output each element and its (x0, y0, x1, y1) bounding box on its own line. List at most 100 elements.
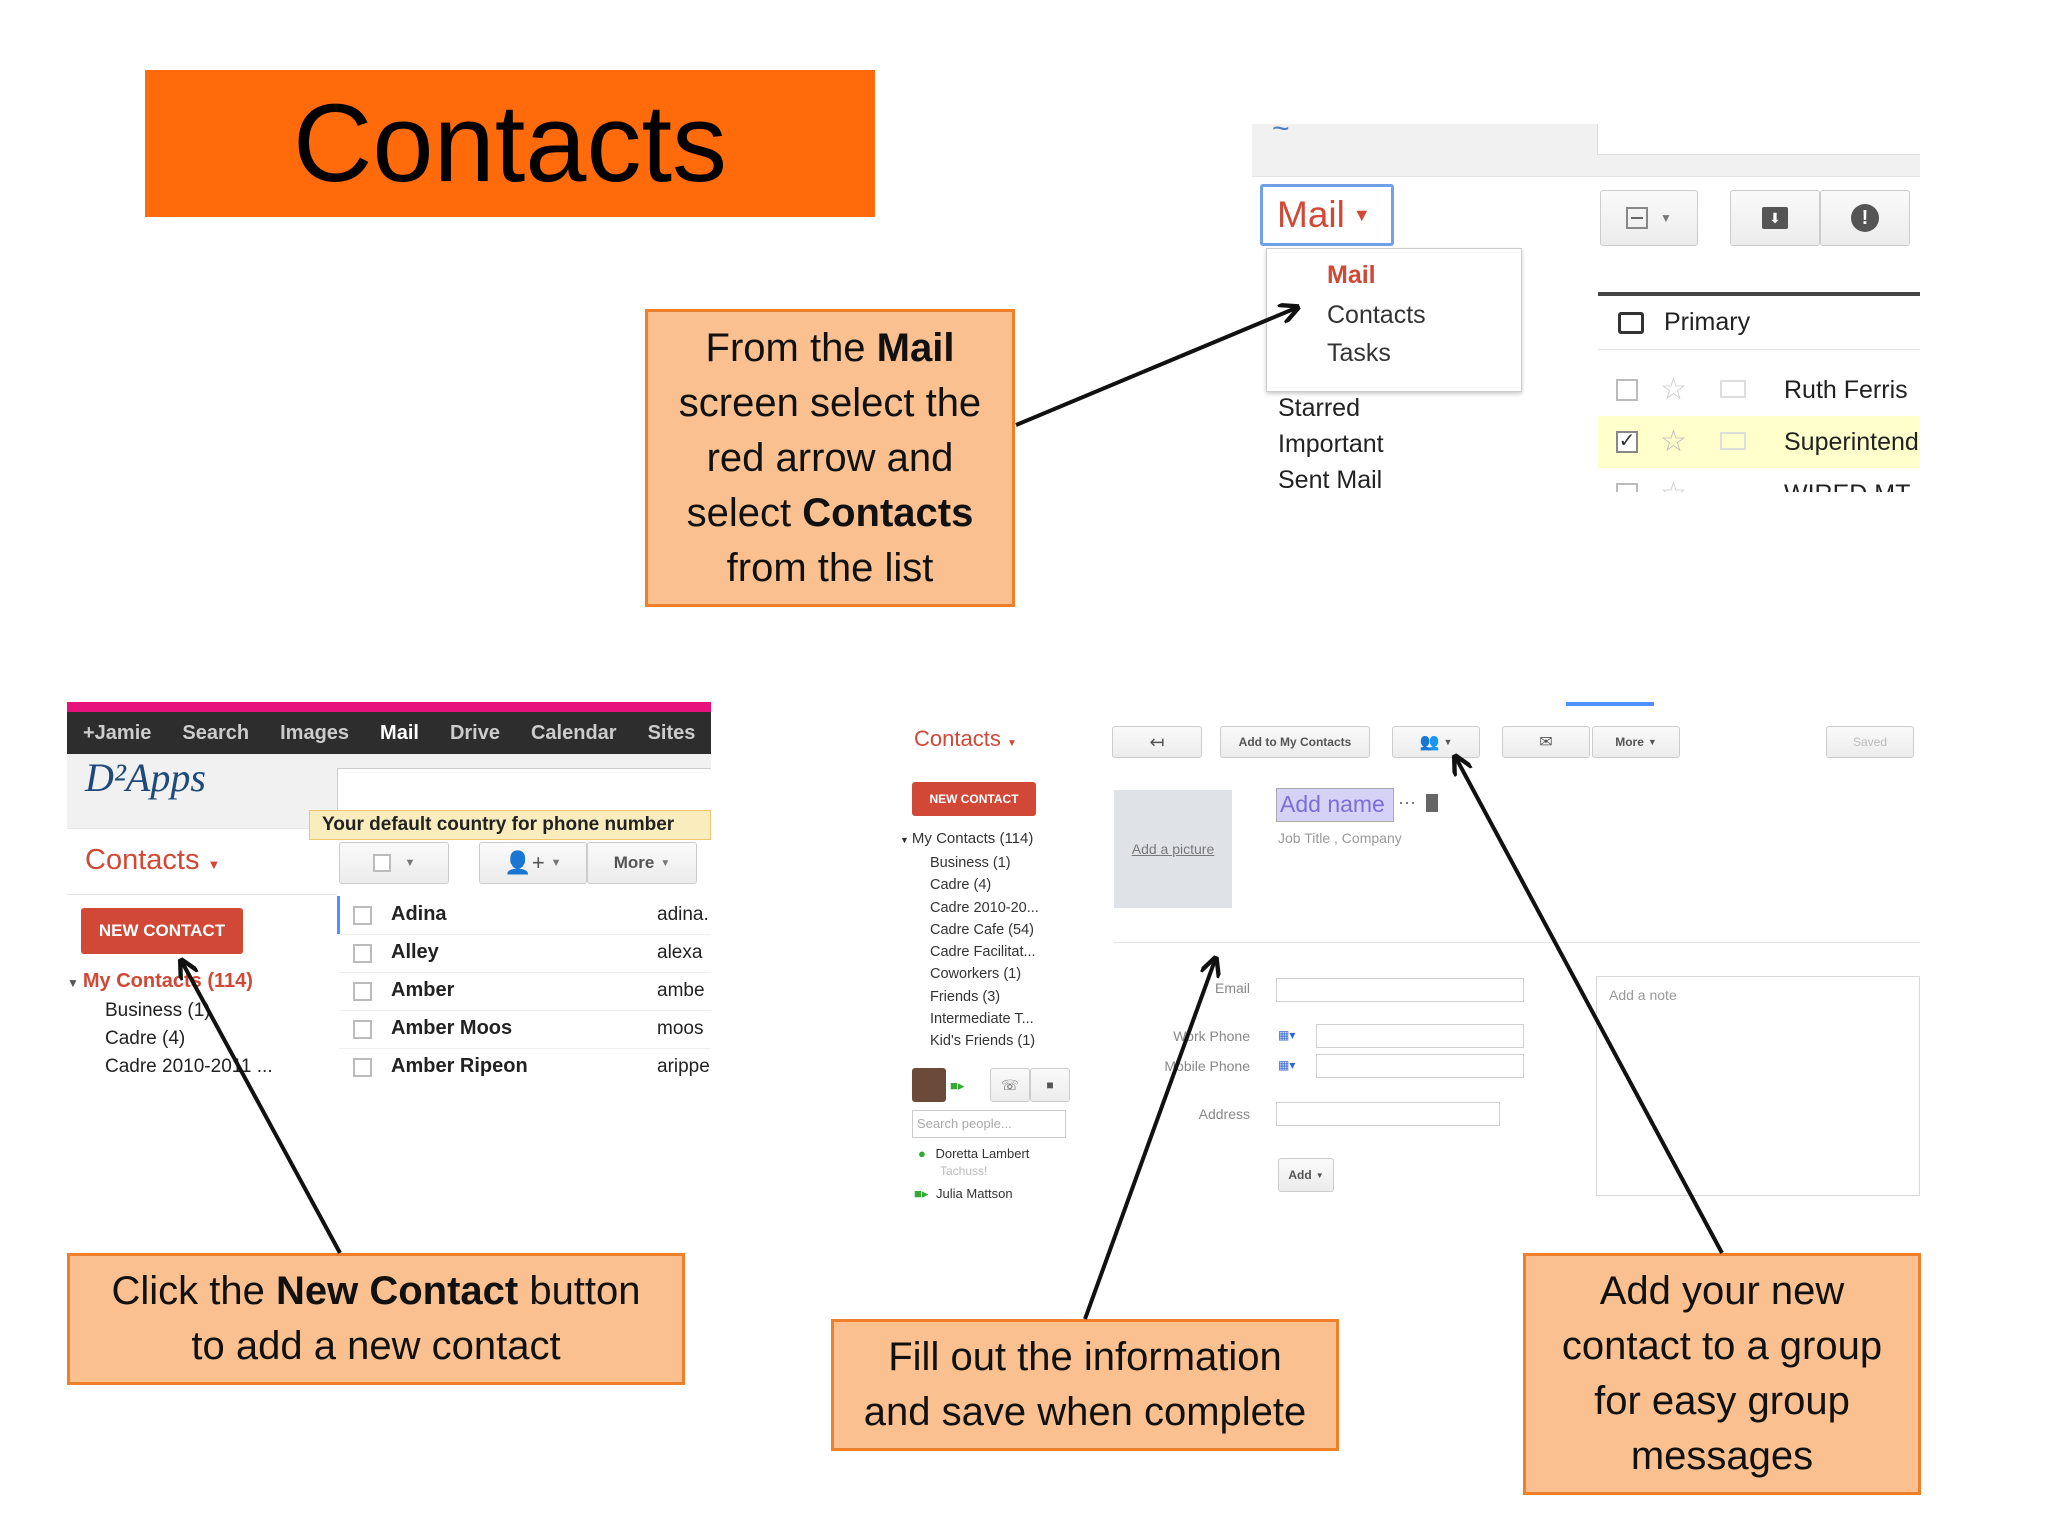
new-contact-form-screenshot: Contacts ▼ ↤ Add to My Contacts 👥▼ ✉ Mor… (898, 702, 1920, 1218)
star-icon[interactable]: ☆ (1660, 373, 1687, 406)
nav-calendar[interactable]: Calendar (530, 721, 617, 744)
group-item[interactable]: Cadre Facilitat... (930, 944, 1036, 961)
group-cadre-2010[interactable]: Cadre 2010-2011 ... (105, 1056, 273, 1077)
contact-row[interactable]: Alley alexa (339, 934, 711, 973)
group-item[interactable]: Cadre Cafe (54) (930, 921, 1034, 938)
saved-button[interactable]: Saved (1826, 726, 1914, 758)
star-icon[interactable]: ☆ (1660, 425, 1687, 458)
group-item[interactable]: Cadre 2010-20... (930, 899, 1039, 916)
spam-icon: ! (1851, 204, 1879, 232)
row-checkbox[interactable] (1616, 483, 1638, 492)
row-checkbox-checked[interactable]: ✓ (1616, 431, 1638, 453)
add-field-label: Add (1288, 1168, 1312, 1182)
row-checkbox[interactable] (1616, 379, 1638, 401)
group-item[interactable]: Friends (3) (930, 988, 1001, 1005)
notes-textarea[interactable]: Add a note (1596, 976, 1920, 1196)
dropdown-item-mail[interactable]: Mail (1327, 261, 1376, 289)
row-checkbox[interactable] (353, 1020, 372, 1039)
search-box[interactable] (337, 768, 711, 814)
nav-important[interactable]: Important (1278, 430, 1384, 458)
nav-search[interactable]: Search (182, 721, 250, 744)
trash-icon[interactable] (1426, 794, 1438, 812)
add-to-group-button[interactable]: 👤+ ▼ (479, 842, 587, 884)
address-field[interactable] (1276, 1102, 1500, 1126)
importance-marker-icon[interactable] (1720, 380, 1746, 398)
nav-jamie[interactable]: +Jamie (83, 721, 152, 744)
contact-photo-placeholder[interactable]: Add a picture (1114, 790, 1232, 908)
nav-sent-mail[interactable]: Sent Mail (1278, 466, 1383, 492)
group-item[interactable]: Intermediate T... (930, 1011, 1034, 1028)
importance-marker-icon[interactable] (1720, 432, 1746, 450)
mail-row[interactable]: ☆ WIRED MT (1598, 468, 1920, 492)
work-phone-field[interactable] (1316, 1024, 1524, 1048)
nav-images[interactable]: Images (280, 721, 350, 744)
video-status-icon[interactable]: ■▸ (950, 1078, 965, 1093)
add-to-my-contacts-button[interactable]: Add to My Contacts (1220, 726, 1370, 758)
dropdown-item-contacts[interactable]: Contacts (1327, 301, 1426, 329)
row-checkbox[interactable] (353, 982, 372, 1001)
add-picture-link[interactable]: Add a picture (1131, 841, 1215, 857)
search-people-input[interactable]: Search people... (912, 1110, 1066, 1138)
contacts-dropdown[interactable]: Contacts ▼ (914, 726, 1017, 752)
email-field[interactable] (1276, 978, 1524, 1002)
contact-row[interactable]: Adina adina. (339, 896, 711, 935)
group-cadre[interactable]: Cadre (4) (105, 1028, 186, 1049)
group-business[interactable]: Business (1) (105, 1000, 211, 1021)
chat-contact-name: Doretta Lambert (935, 1146, 1030, 1161)
phone-button[interactable]: ☏ (990, 1068, 1030, 1102)
nav-starred[interactable]: Starred (1278, 394, 1360, 422)
new-contact-button[interactable]: NEW CONTACT (81, 908, 243, 954)
job-title-company[interactable]: Job Title , Company (1278, 830, 1402, 846)
row-checkbox[interactable] (353, 944, 372, 963)
google-nav-bar: +Jamie Search Images Mail Drive Calendar… (67, 712, 711, 754)
dropdown-item-tasks[interactable]: Tasks (1327, 339, 1391, 367)
nav-drive[interactable]: Drive (449, 721, 500, 744)
row-checkbox[interactable] (353, 1058, 372, 1077)
contacts-dropdown[interactable]: Contacts ▼ (85, 844, 220, 877)
my-contacts-group[interactable]: ▼My Contacts (114) (67, 970, 253, 993)
chat-contact-status: Tachuss! (940, 1164, 988, 1178)
my-contacts-group[interactable]: ▼My Contacts (114) (900, 830, 1033, 847)
contact-row[interactable]: Amber ambe (339, 972, 711, 1011)
more-button[interactable]: More▼ (1592, 726, 1680, 758)
mail-row[interactable]: ☆ Ruth Ferris (1598, 364, 1920, 417)
mobile-phone-field[interactable] (1316, 1054, 1524, 1078)
mail-menu-button[interactable]: Mail ▼ (1260, 184, 1394, 246)
chat-contact[interactable]: ● Doretta Lambert (918, 1146, 1029, 1161)
mobile-phone-label: Mobile Phone (1164, 1058, 1250, 1074)
group-item[interactable]: Business (1) (930, 855, 1011, 871)
new-contact-button[interactable]: NEW CONTACT (912, 782, 1036, 816)
caret-icon: ▼ (1006, 738, 1017, 749)
name-field[interactable]: Add name (1276, 788, 1394, 822)
chat-contact[interactable]: ■▸ Julia Mattson (914, 1186, 1013, 1202)
work-phone-flag-dropdown[interactable]: ▦▾ (1278, 1028, 1296, 1042)
red-arrow-icon[interactable]: ▼ (1352, 204, 1371, 225)
select-all-dropdown[interactable]: ▼ (339, 842, 449, 884)
select-checkbox-dropdown[interactable]: ▼ (1600, 190, 1698, 246)
chat-avatar[interactable] (912, 1068, 946, 1102)
tab-primary[interactable]: Primary (1598, 292, 1920, 350)
more-fields-icon[interactable]: ··· (1398, 792, 1416, 812)
contact-name: Amber Ripeon (391, 1055, 528, 1077)
mail-row[interactable]: ✓ ☆ Superintend (1598, 416, 1920, 469)
contact-email: arippe (657, 1056, 710, 1077)
email-contact-button[interactable]: ✉ (1502, 726, 1590, 758)
star-icon[interactable]: ☆ (1660, 476, 1687, 492)
group-item[interactable]: Coworkers (1) (930, 966, 1022, 983)
row-checkbox[interactable] (353, 906, 372, 925)
report-spam-button[interactable]: ! (1820, 190, 1910, 246)
video-button[interactable]: ■ (1030, 1068, 1070, 1102)
nav-mail[interactable]: Mail (380, 721, 419, 744)
contact-row[interactable]: Amber Ripeon arippe (339, 1048, 711, 1086)
mobile-phone-flag-dropdown[interactable]: ▦▾ (1278, 1058, 1296, 1072)
inbox-icon (1618, 311, 1644, 334)
add-field-button[interactable]: Add▼ (1278, 1158, 1334, 1192)
archive-button[interactable]: ⬇ (1730, 190, 1820, 246)
online-dot-icon: ● (918, 1146, 926, 1161)
group-item[interactable]: Cadre (4) (930, 877, 992, 894)
back-button[interactable]: ↤ (1112, 726, 1202, 758)
contact-row[interactable]: Amber Moos moos (339, 1010, 711, 1049)
nav-sites[interactable]: Sites (647, 721, 696, 744)
group-item[interactable]: Kid's Friends (1) (930, 1033, 1036, 1050)
more-button[interactable]: More ▼ (587, 842, 697, 884)
